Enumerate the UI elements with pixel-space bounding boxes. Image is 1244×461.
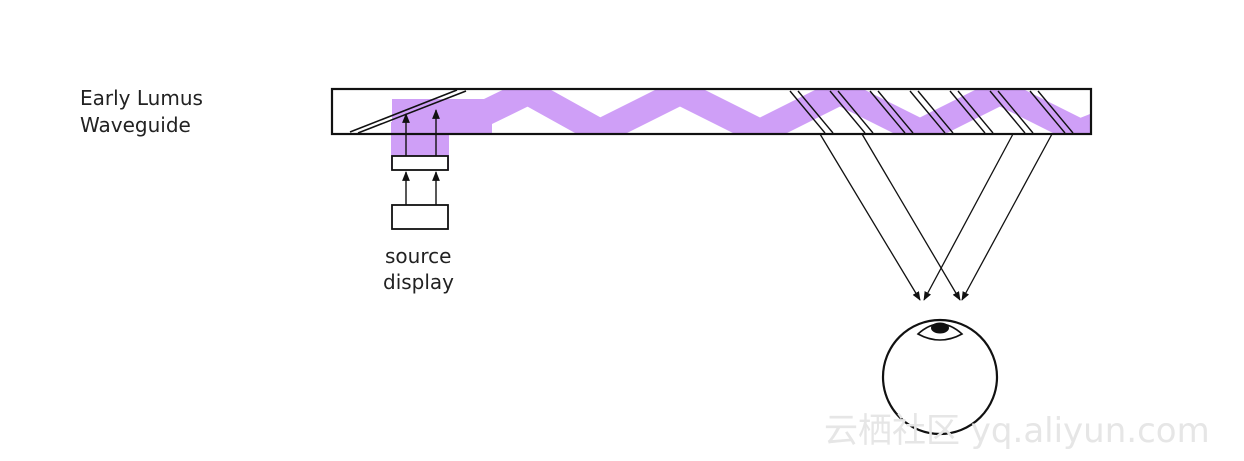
- bouncing-beam: [400, 89, 1091, 134]
- eye-pupil: [931, 322, 949, 334]
- lens-to-waveguide-arrows: [402, 109, 440, 156]
- collimator-lens: [391, 155, 449, 171]
- watermark: 云栖社区 yq.aliyun.com: [824, 411, 1210, 451]
- source-label-line1: source: [385, 244, 451, 268]
- input-mirror: [349, 89, 467, 134]
- diagram-title-line2: Waveguide: [80, 113, 191, 137]
- output-rays: [819, 133, 1053, 301]
- eyeball: [881, 318, 999, 436]
- display-to-lens-arrows: [402, 171, 440, 205]
- light-path: [391, 89, 1091, 170]
- waveguide-slab: [330, 87, 1093, 136]
- source-label-line2: display: [383, 270, 454, 294]
- output-facets: [789, 90, 1074, 134]
- diagram-title-line1: Early Lumus: [80, 86, 203, 110]
- eye-icon: [881, 318, 999, 436]
- source-display-box: [391, 204, 449, 230]
